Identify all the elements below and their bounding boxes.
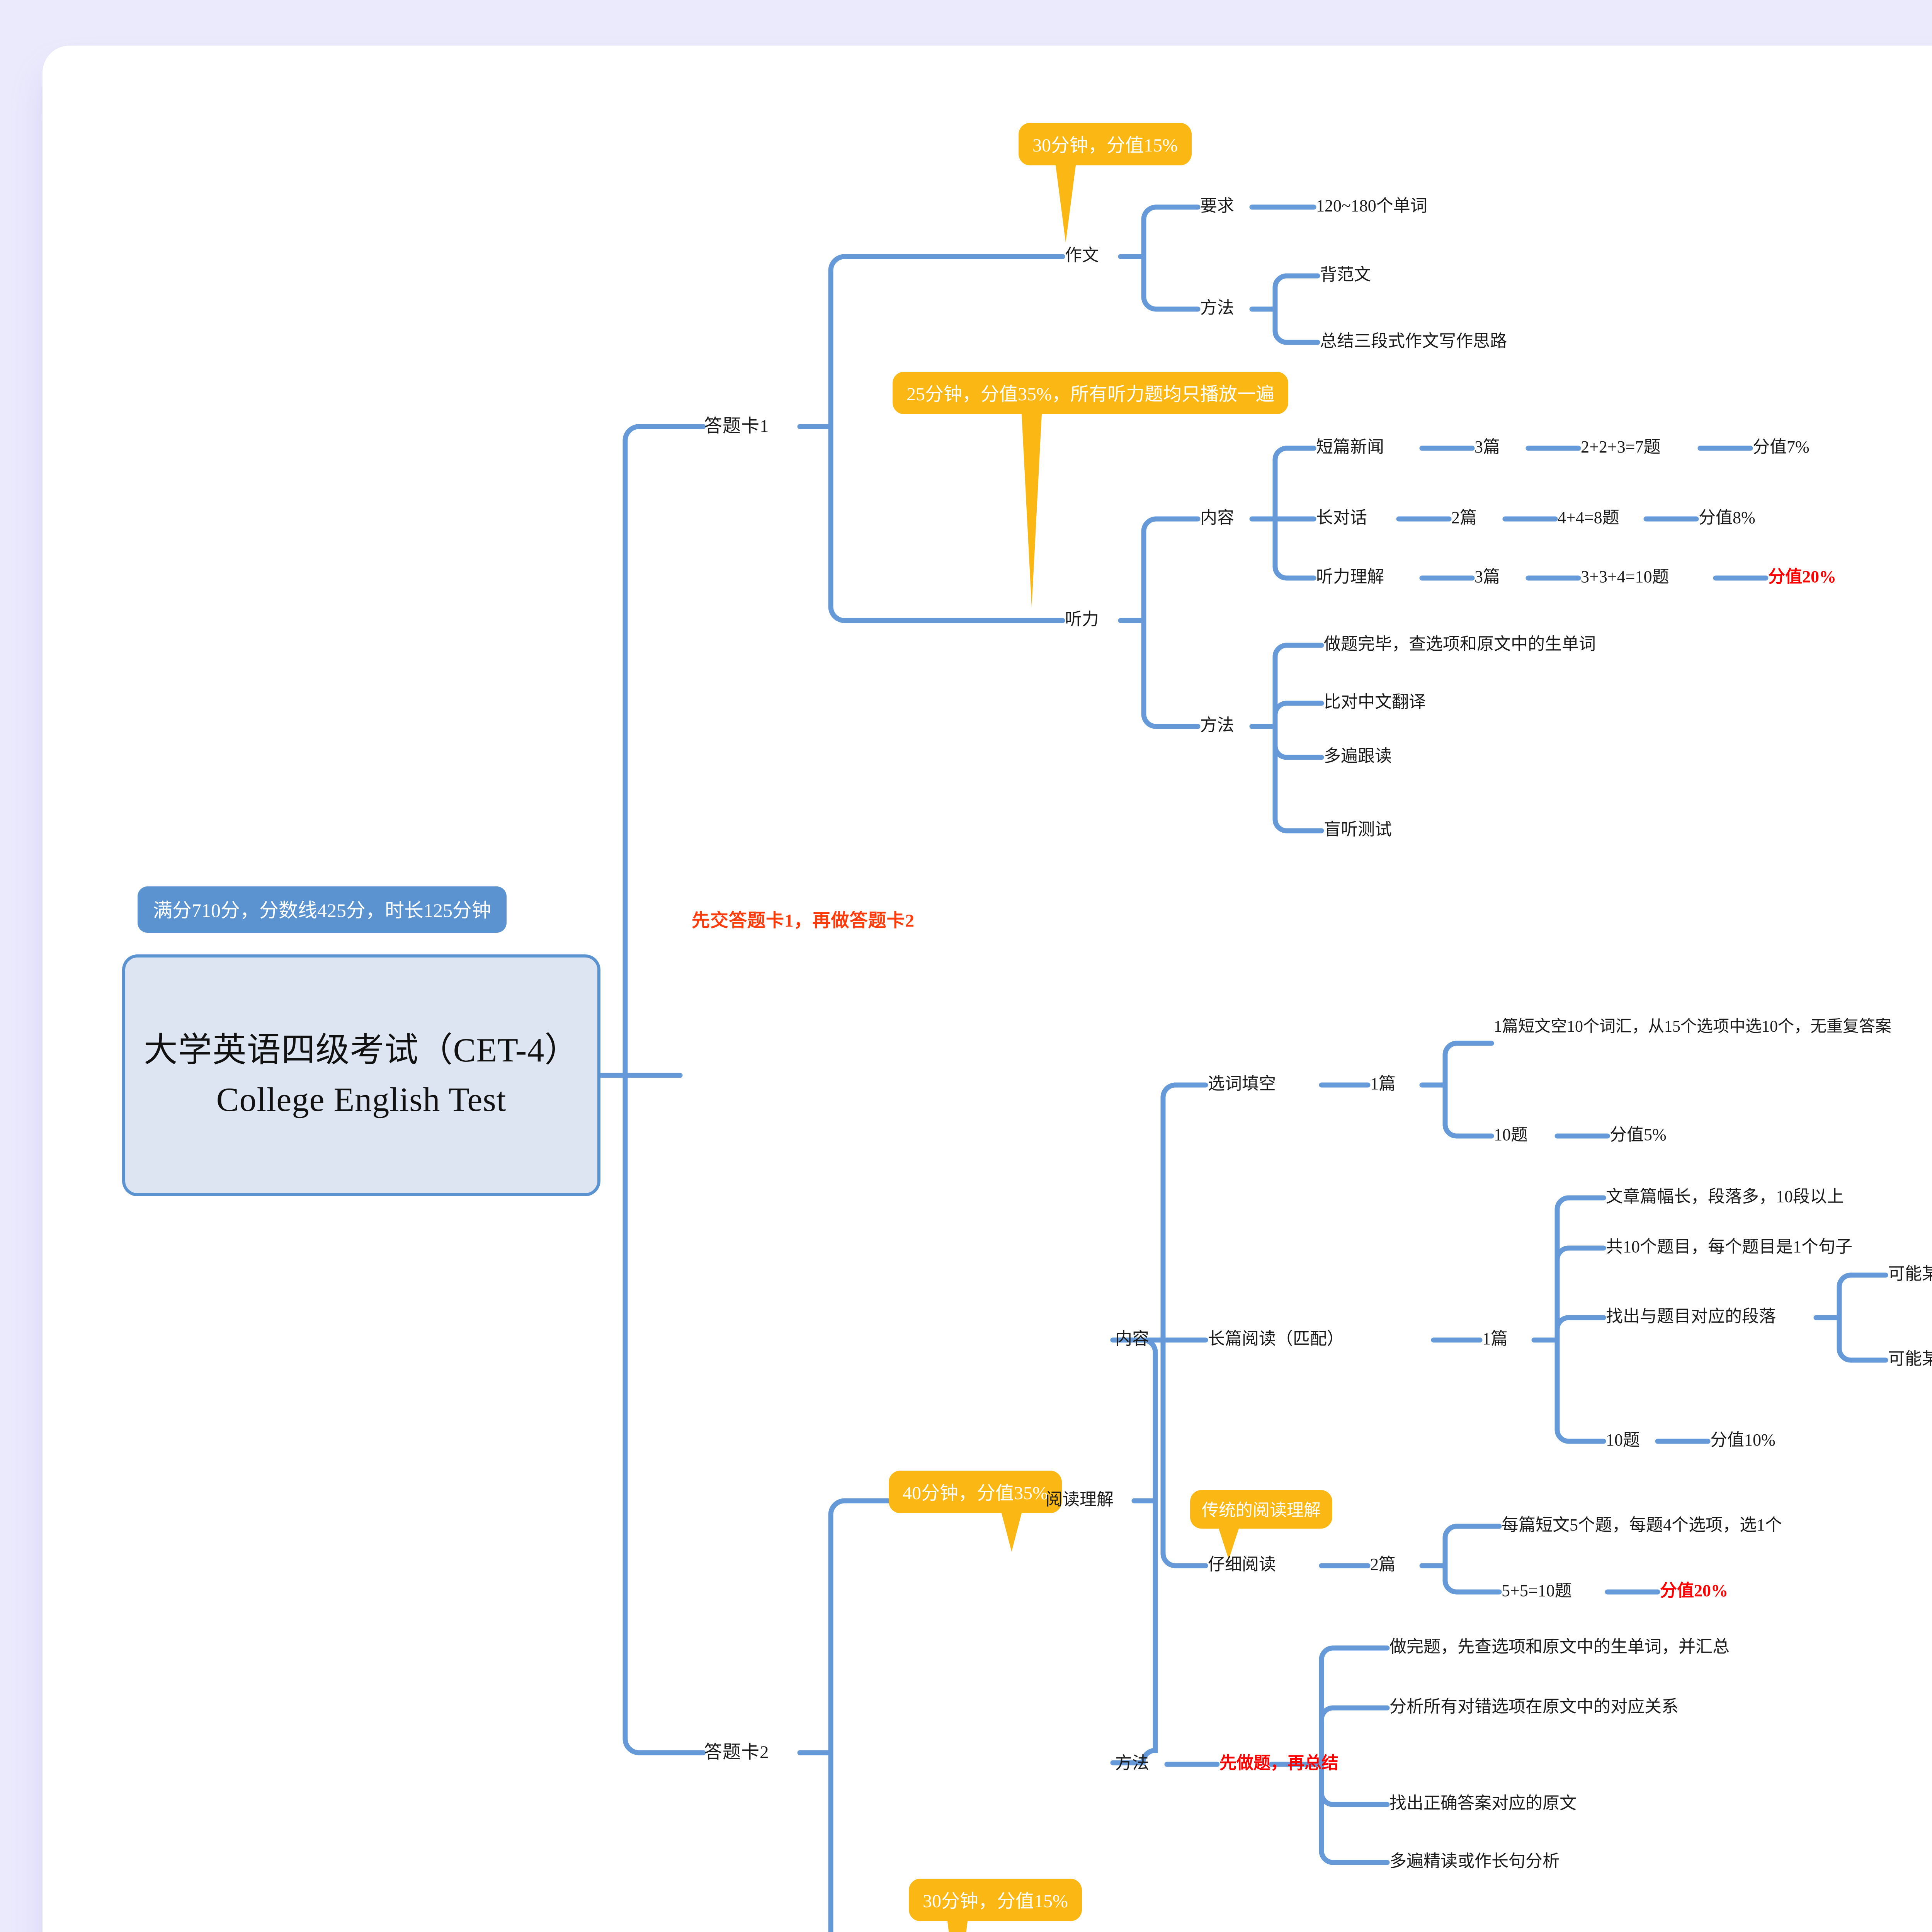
reading-careful-name[interactable]: 仔细阅读	[1208, 1555, 1276, 1574]
callout-writing-time: 30分钟，分值15%	[1019, 123, 1192, 243]
note-answer-sheet-order: 先交答题卡1，再做答题卡2	[692, 911, 915, 931]
reading-method-2[interactable]: 分析所有对错选项在原文中的对应关系	[1389, 1697, 1679, 1716]
callout-traditional-label: 传统的阅读理解	[1202, 1501, 1321, 1520]
writing-method-label[interactable]: 方法	[1200, 298, 1234, 317]
callout-tail	[1219, 1529, 1239, 1560]
reading-matching-note-2[interactable]: 共10个题目，每个题目是1个句子	[1606, 1237, 1852, 1256]
listening-method-label[interactable]: 方法	[1200, 716, 1234, 735]
topic-reading[interactable]: 阅读理解	[1046, 1490, 1114, 1509]
score-info-badge: 满分710分，分数线425分，时长125分钟	[138, 886, 507, 933]
listening-content-label[interactable]: 内容	[1200, 508, 1234, 527]
branch-sheet2[interactable]: 答题卡2	[704, 1742, 769, 1762]
callout-writing-label: 30分钟，分值15%	[1032, 135, 1178, 156]
callout-translation-label: 30分钟，分值15%	[923, 1891, 1068, 1912]
reading-cloze-count[interactable]: 1篇	[1370, 1074, 1396, 1093]
reading-method-label[interactable]: 方法	[1115, 1753, 1149, 1772]
callout-listening-time: 25分钟，分值35%，所有听力题均只播放一遍	[893, 372, 1288, 607]
listening-row-name[interactable]: 听力理解	[1316, 567, 1384, 586]
translation-content-label[interactable]: 内容	[1146, 1930, 1180, 1932]
reading-method-note: 先做题，再总结	[1219, 1753, 1338, 1772]
listening-row-count[interactable]: 3篇	[1475, 437, 1500, 456]
listening-method-4[interactable]: 盲听测试	[1324, 820, 1392, 839]
central-topic[interactable]: 大学英语四级考试（CET-4）College English Test	[122, 954, 600, 1196]
branch-sheet1[interactable]: 答题卡1	[704, 416, 769, 436]
reading-content-label[interactable]: 内容	[1115, 1329, 1149, 1348]
reading-method-1[interactable]: 做完题，先查选项和原文中的生单词，并汇总	[1389, 1637, 1730, 1656]
listening-row-questions[interactable]: 4+4=8题	[1558, 508, 1619, 527]
reading-careful-detail[interactable]: 每篇短文5个题，每题4个选项，选1个	[1502, 1515, 1782, 1534]
reading-cloze-detail[interactable]: 1篇短文空10个词汇，从15个选项中选10个，无重复答案	[1494, 1018, 1892, 1036]
listening-row-score[interactable]: 分值8%	[1699, 508, 1755, 527]
callout-tail	[1056, 165, 1076, 243]
listening-row-name[interactable]: 短篇新闻	[1316, 437, 1384, 456]
listening-row-score[interactable]: 分值7%	[1753, 437, 1810, 456]
reading-matching-questions[interactable]: 10题	[1606, 1430, 1640, 1449]
reading-cloze-name[interactable]: 选词填空	[1208, 1074, 1276, 1093]
reading-matching-count[interactable]: 1篇	[1482, 1329, 1508, 1348]
listening-method-2[interactable]: 比对中文翻译	[1324, 692, 1426, 711]
listening-row-questions[interactable]: 2+2+3=7题	[1581, 437, 1661, 456]
reading-careful-count[interactable]: 2篇	[1370, 1555, 1396, 1574]
writing-requirement-value[interactable]: 120~180个单词	[1316, 196, 1427, 215]
reading-method-3[interactable]: 找出正确答案对应的原文	[1389, 1794, 1577, 1813]
writing-requirement-label[interactable]: 要求	[1200, 196, 1234, 215]
listening-row-count[interactable]: 2篇	[1451, 508, 1477, 527]
reading-matching-find-child-2[interactable]: 可能某一段落不对应任何题目	[1888, 1349, 1932, 1368]
topic-writing[interactable]: 作文	[1065, 246, 1099, 265]
callout-translation-time: 30分钟，分值15%	[909, 1879, 1082, 1932]
translation-content-value[interactable]: 中国历史、文化、经济、社会发展等	[1250, 1930, 1522, 1932]
reading-matching-find-label[interactable]: 找出与题目对应的段落	[1606, 1307, 1776, 1326]
listening-method-3[interactable]: 多遍跟读	[1324, 747, 1392, 765]
callout-reading-label: 40分钟，分值35%	[903, 1483, 1048, 1503]
writing-method-2[interactable]: 总结三段式作文写作思路	[1320, 332, 1507, 350]
reading-careful-questions[interactable]: 5+5=10题	[1502, 1581, 1572, 1600]
reading-matching-name[interactable]: 长篇阅读（匹配）	[1208, 1329, 1344, 1348]
callout-tail	[1022, 414, 1042, 607]
callout-tail	[947, 1921, 968, 1932]
callout-listening-label: 25分钟，分值35%，所有听力题均只播放一遍	[906, 384, 1274, 405]
listening-row-score-highlight[interactable]: 分值20%	[1768, 567, 1836, 586]
callout-tail	[1002, 1513, 1022, 1552]
callout-reading-time: 40分钟，分值35%	[889, 1471, 1062, 1552]
callout-traditional-reading: 传统的阅读理解	[1190, 1490, 1332, 1560]
reading-matching-score[interactable]: 分值10%	[1710, 1430, 1776, 1449]
writing-method-1[interactable]: 背范文	[1320, 265, 1371, 284]
reading-matching-find-child-1[interactable]: 可能某一段落对应两个题目	[1888, 1264, 1932, 1283]
reading-matching-note-1[interactable]: 文章篇幅长，段落多，10段以上	[1606, 1187, 1844, 1206]
listening-row-questions[interactable]: 3+3+4=10题	[1581, 567, 1669, 586]
listening-row-count[interactable]: 3篇	[1475, 567, 1500, 586]
reading-method-4[interactable]: 多遍精读或作长句分析	[1389, 1852, 1560, 1871]
reading-careful-score-highlight[interactable]: 分值20%	[1660, 1581, 1728, 1600]
listening-row-name[interactable]: 长对话	[1316, 508, 1367, 527]
listening-method-1[interactable]: 做题完毕，查选项和原文中的生单词	[1324, 634, 1596, 653]
topic-listening[interactable]: 听力	[1065, 610, 1099, 629]
reading-cloze-score[interactable]: 分值5%	[1610, 1125, 1667, 1144]
reading-cloze-questions[interactable]: 10题	[1494, 1125, 1528, 1144]
